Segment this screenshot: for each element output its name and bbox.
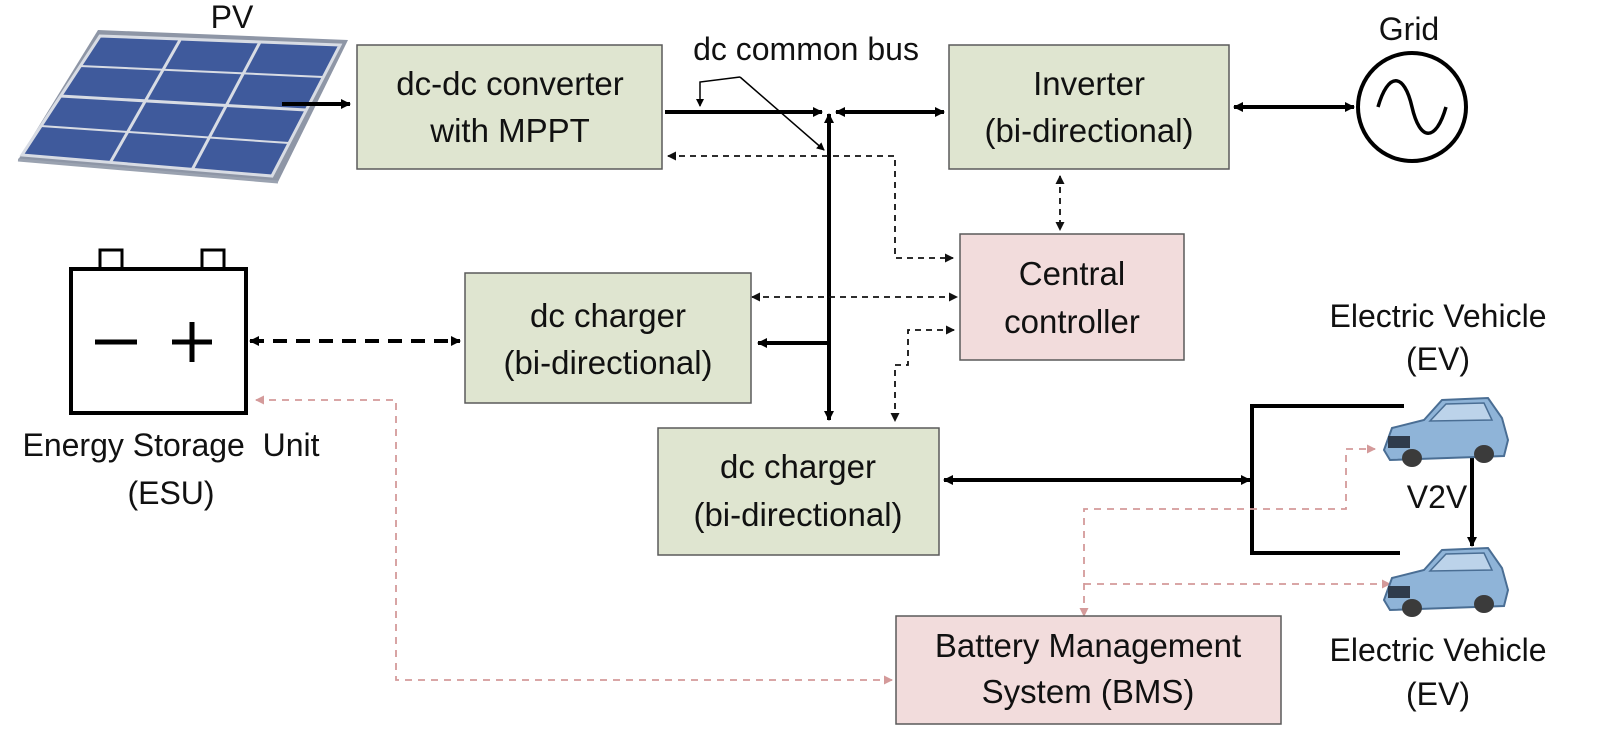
esu-label-line1: Energy Storage Unit [22,427,319,463]
bms-lines [255,395,1391,685]
ev-split-connector [1250,404,1404,555]
car-icon [1382,396,1510,467]
esu-dc-charger-line1: dc charger [530,297,686,334]
ac-source-icon [1356,51,1468,163]
inverter-block: Inverter (bi-directional) [948,44,1230,170]
ev-bottom-label-line1: Electric Vehicle [1330,632,1547,668]
bms-line1: Battery Management [935,627,1241,664]
ev-top-label-line2: (EV) [1406,341,1470,377]
dc-dc-converter-line1: dc-dc converter [396,65,623,102]
dc-dc-converter-line2: with MPPT [429,112,590,149]
dc-dc-converter-block: dc-dc converter with MPPT [356,44,663,170]
ev-top-label-line1: Electric Vehicle [1330,298,1547,334]
solar-panel-icon [17,30,348,184]
ev-dc-charger-line2: (bi-directional) [693,496,902,533]
car-icon [1382,546,1510,617]
esu-dc-charger-line2: (bi-directional) [503,344,712,381]
bus-pointer-lines [696,76,825,151]
central-controller-line2: controller [1004,303,1140,340]
grid-label: Grid [1379,11,1439,47]
ev-bottom-label-line2: (EV) [1406,676,1470,712]
bms-block: Battery Management System (BMS) [895,615,1282,725]
pv-label: PV [211,0,254,35]
ev-dc-charger-block: dc charger (bi-directional) [657,427,940,556]
inverter-line2: (bi-directional) [984,112,1193,149]
inverter-line1: Inverter [1033,65,1145,102]
esu-dc-charger-block: dc charger (bi-directional) [464,272,752,404]
v2v-label: V2V [1407,479,1468,515]
control-lines [667,151,1065,422]
battery-icon [69,248,248,415]
ev-dc-charger-line1: dc charger [720,448,876,485]
central-controller-line1: Central [1019,255,1125,292]
bms-line2: System (BMS) [982,673,1195,710]
central-controller-block: Central controller [959,233,1185,361]
dc-common-bus-label: dc common bus [693,31,919,67]
esu-label-line2: (ESU) [127,475,214,511]
